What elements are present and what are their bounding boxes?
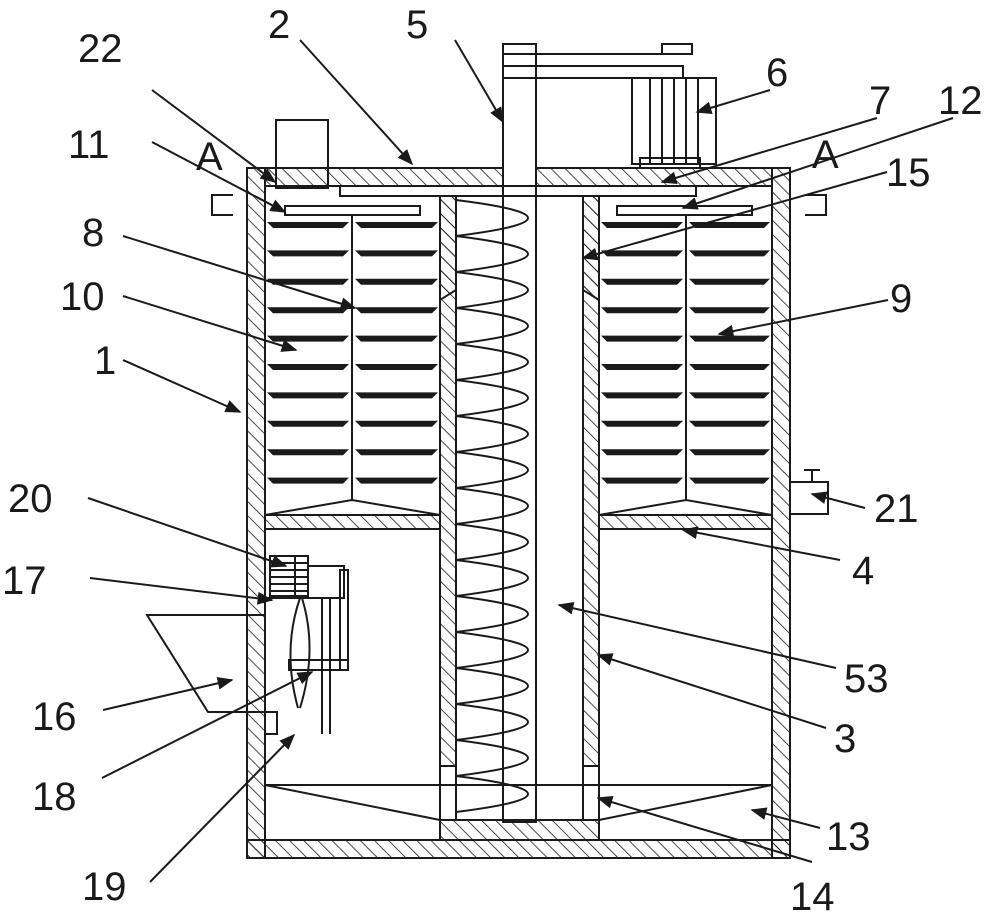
feed-port xyxy=(275,119,329,189)
spiral-auger xyxy=(455,199,529,813)
label-10: 10 xyxy=(60,275,105,319)
drying-fin xyxy=(601,477,683,484)
label-15: 15 xyxy=(886,151,931,195)
drying-fin xyxy=(689,278,770,285)
drying-fin xyxy=(267,449,349,456)
section-marks xyxy=(211,194,827,216)
label-11: 11 xyxy=(68,123,110,167)
left-drying-rack xyxy=(264,205,441,516)
label-20: 20 xyxy=(8,477,53,521)
label-13: 13 xyxy=(826,815,871,859)
drying-fin xyxy=(689,477,770,484)
label-12: 12 xyxy=(938,79,983,123)
label-7: 7 xyxy=(869,79,891,123)
label-18: 18 xyxy=(32,775,77,819)
drying-fin xyxy=(355,222,438,228)
label-53: 53 xyxy=(844,657,889,701)
drying-fin xyxy=(355,278,438,285)
partition-left xyxy=(264,514,441,530)
drying-fin xyxy=(689,392,770,399)
label-2: 2 xyxy=(268,3,290,47)
drying-fin xyxy=(689,335,770,342)
drying-fin xyxy=(689,449,770,456)
drying-fin xyxy=(355,477,438,484)
central-shaft xyxy=(502,53,537,823)
label-19: 19 xyxy=(82,865,127,909)
drying-fin xyxy=(267,392,349,399)
drying-fin xyxy=(601,222,683,228)
drying-fin xyxy=(355,364,438,370)
top-ring-plate xyxy=(339,185,697,197)
leader-lines xyxy=(87,39,954,883)
partition-right xyxy=(598,514,773,530)
right-drying-rack xyxy=(598,205,773,516)
label-6: 6 xyxy=(766,51,788,95)
label-14: 14 xyxy=(790,875,835,919)
drying-fin xyxy=(601,250,683,257)
drying-fin xyxy=(601,420,683,427)
label-16: 16 xyxy=(32,695,77,739)
inlet-hopper xyxy=(145,614,278,735)
flap-mechanism xyxy=(268,555,349,734)
drying-fin xyxy=(689,250,770,257)
label-1: 1 xyxy=(94,339,116,383)
drying-fin xyxy=(689,364,770,370)
drying-fin xyxy=(267,250,349,257)
label-8: 8 xyxy=(82,211,104,255)
drying-fin xyxy=(601,335,683,342)
drying-fin xyxy=(355,420,438,427)
drying-fin xyxy=(267,477,349,484)
drying-fin xyxy=(267,222,349,228)
drying-fin xyxy=(267,278,349,285)
drying-fin xyxy=(601,364,683,370)
discharge-valve xyxy=(789,469,829,515)
label-17: 17 xyxy=(2,559,47,603)
lift-tube xyxy=(439,195,600,841)
label-9: 9 xyxy=(890,277,912,321)
part-labels: 22 2 5 6 7 12 15 A A 11 8 10 9 1 20 21 1… xyxy=(2,3,983,919)
drying-fin xyxy=(689,307,770,314)
drying-fin xyxy=(689,222,770,228)
label-21: 21 xyxy=(874,487,919,531)
drying-fin xyxy=(601,307,683,314)
drying-fin xyxy=(601,278,683,285)
drying-fin xyxy=(267,364,349,370)
drying-fin xyxy=(267,420,349,427)
label-4: 4 xyxy=(852,549,874,593)
label-5: 5 xyxy=(406,3,428,47)
drying-fin xyxy=(355,392,438,399)
drying-fin xyxy=(355,449,438,456)
drive-unit xyxy=(502,43,717,169)
drying-fin xyxy=(267,307,349,314)
drying-fin xyxy=(267,335,349,342)
label-3: 3 xyxy=(834,717,856,761)
drying-fin xyxy=(355,307,438,314)
label-a-right: A xyxy=(812,133,839,177)
drying-fin xyxy=(601,449,683,456)
drying-fin xyxy=(355,250,438,257)
label-a-left: A xyxy=(196,135,223,179)
drying-fin xyxy=(601,392,683,399)
bottom-funnel xyxy=(264,784,773,821)
drying-fin xyxy=(355,335,438,342)
label-22: 22 xyxy=(78,27,123,71)
drying-fin xyxy=(689,420,770,427)
